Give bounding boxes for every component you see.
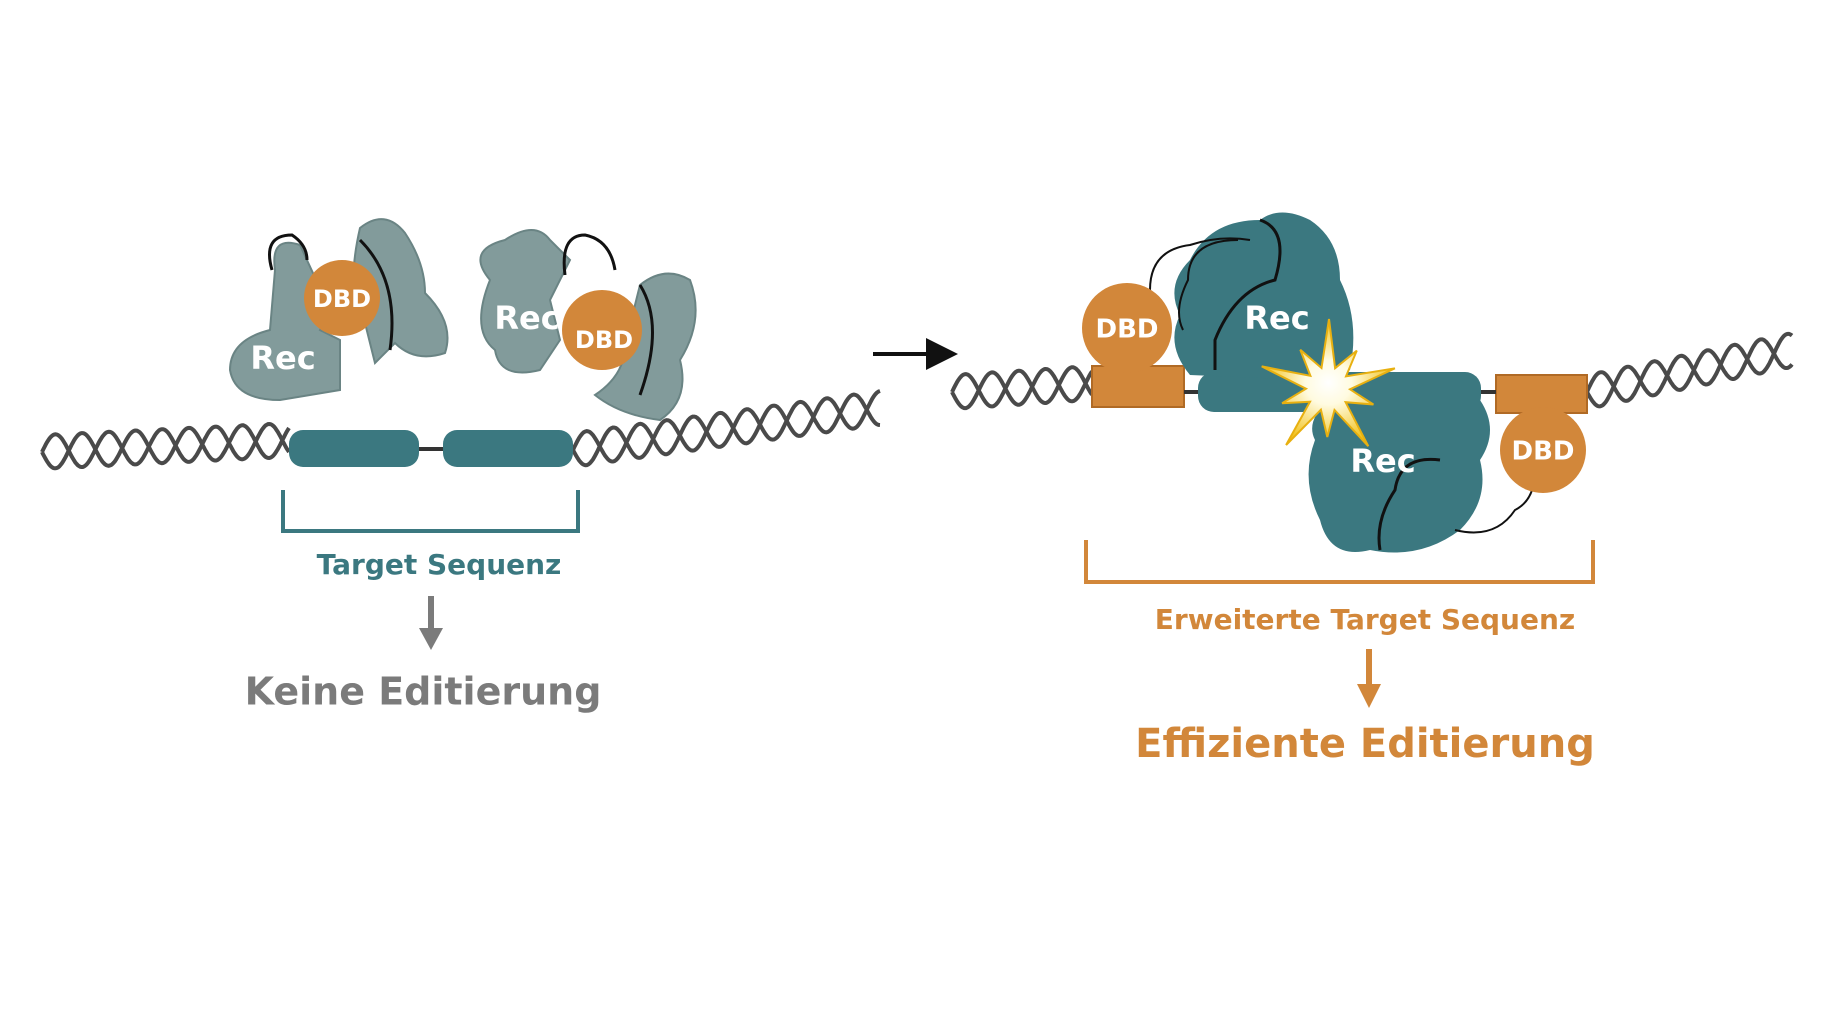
- dbd-domain: [304, 260, 380, 336]
- down-arrow-icon: [419, 596, 443, 650]
- active-recombinase-top: Rec: [1174, 212, 1354, 380]
- cleavage-star-icon: [1261, 318, 1396, 447]
- dbd-domain-left: [1082, 283, 1172, 373]
- rec-label: Rec: [250, 339, 315, 377]
- target-sequence-label: Target Sequenz: [317, 548, 562, 581]
- dbd-binding-site-left: [1091, 365, 1185, 408]
- rec-label: Rec: [1244, 299, 1309, 337]
- dbd-label: DBD: [1096, 315, 1159, 345]
- inactive-recombinase-1: DBD Rec: [228, 218, 449, 402]
- extended-target-bracket: [1084, 540, 1595, 584]
- dna-helices: [40, 331, 1794, 471]
- dbd-label: DBD: [313, 285, 371, 313]
- dbd-label: DBD: [1512, 437, 1575, 467]
- left-panel: DBD Rec Rec DBD Target Sequenz Keine Edi…: [228, 218, 697, 714]
- target-site-left-half: [289, 430, 419, 467]
- dbd-domain-right: [1500, 407, 1586, 493]
- no-editing-label: Keine Editierung: [245, 670, 602, 714]
- rec-label: Rec: [494, 299, 559, 337]
- target-bracket: [281, 490, 580, 533]
- rec-label: Rec: [1350, 442, 1415, 480]
- dbd-domain: [562, 290, 642, 370]
- dna-right-flank: [571, 389, 881, 468]
- efficient-editing-label: Effiziente Editierung: [1135, 721, 1595, 767]
- dna-left-flank: [950, 365, 1094, 411]
- target-site-right-half: [443, 430, 573, 467]
- active-recombinase-bottom: Rec: [1308, 400, 1536, 553]
- right-panel: Rec Rec DBD DBD Erweiterte Target Sequen…: [1082, 212, 1595, 767]
- extended-target-sequence-label: Erweiterte Target Sequenz: [1155, 603, 1575, 636]
- down-arrow-icon: [1357, 649, 1381, 708]
- dna-right-flank: [1585, 331, 1794, 409]
- dbd-label: DBD: [575, 326, 633, 354]
- dna-left-flank: [40, 421, 291, 471]
- inactive-recombinase-2: Rec DBD: [479, 229, 697, 422]
